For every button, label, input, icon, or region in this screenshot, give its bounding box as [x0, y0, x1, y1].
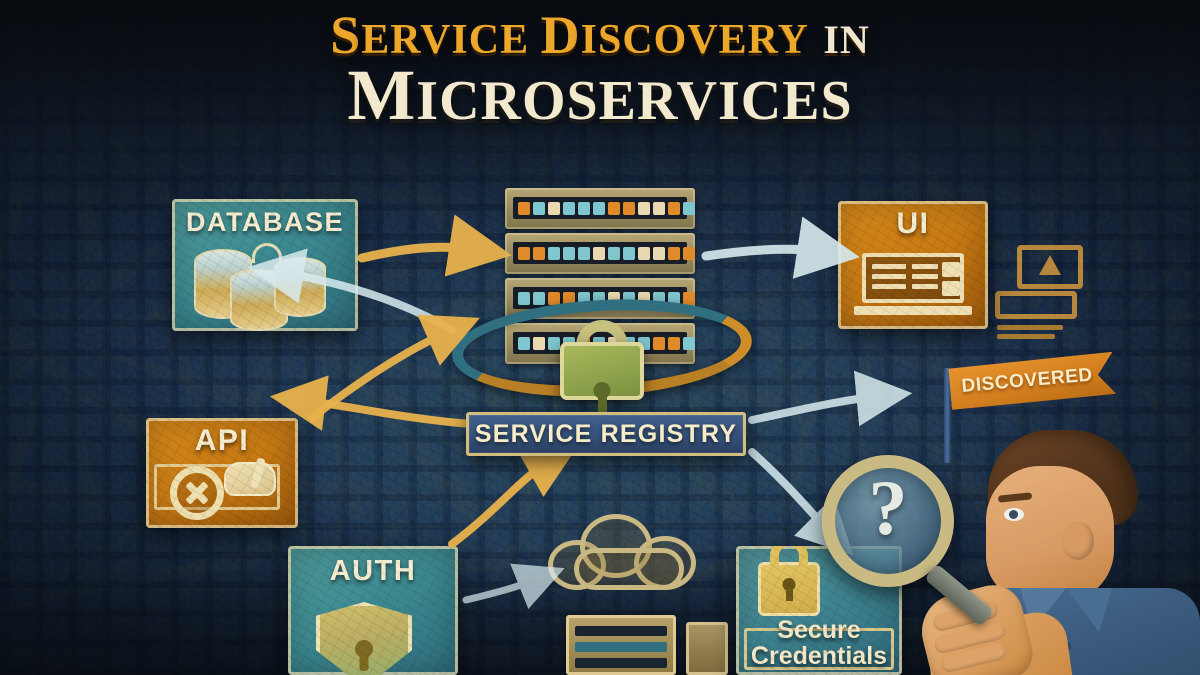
led: [638, 246, 650, 260]
led: [578, 291, 590, 305]
led: [518, 336, 530, 350]
led: [653, 291, 665, 305]
led: [533, 336, 545, 350]
title-d: D: [540, 5, 581, 65]
led: [533, 246, 545, 260]
laptop-icon: [854, 253, 972, 315]
led: [518, 291, 530, 305]
title-icroservices: ICROSERVICES: [416, 70, 853, 133]
led: [593, 291, 605, 305]
led: [608, 201, 620, 215]
node-ui[interactable]: UI: [838, 201, 988, 329]
page-title-line-2: MICROSERVICES: [0, 59, 1200, 131]
led: [623, 201, 635, 215]
rack-bay: [505, 188, 695, 229]
node-database[interactable]: DATABASE: [172, 199, 358, 331]
led: [608, 291, 620, 305]
led: [653, 336, 665, 350]
led: [623, 291, 635, 305]
led: [548, 246, 560, 260]
discovered-flag-label: DISCOVERED: [960, 364, 1094, 397]
led-strip: [513, 242, 695, 264]
flag-pole-icon: [944, 368, 951, 463]
led: [518, 201, 530, 215]
led: [593, 246, 605, 260]
node-database-label: DATABASE: [186, 207, 344, 237]
node-api-label: API: [194, 424, 250, 457]
led: [533, 201, 545, 215]
shield-lock-icon: [316, 602, 412, 675]
magnifier-question-mark: ?: [868, 464, 908, 551]
title-in: IN: [823, 17, 870, 62]
led-strip: [513, 287, 695, 309]
notification-panel-icon: [995, 245, 1093, 345]
led: [668, 291, 680, 305]
title-block: SERVICE DISCOVERY IN MICROSERVICES: [0, 5, 1200, 131]
padlock-icon: [758, 546, 820, 616]
node-auth-label: AUTH: [329, 555, 417, 587]
led: [683, 336, 695, 350]
led: [623, 246, 635, 260]
cred-line-2: Credentials: [750, 641, 888, 670]
padlock-icon-large: [560, 320, 644, 400]
led: [683, 201, 695, 215]
ear: [1062, 522, 1094, 560]
led: [533, 291, 545, 305]
led: [668, 246, 680, 260]
led: [518, 246, 530, 260]
led: [548, 201, 560, 215]
cred-line-1: Secure: [777, 615, 861, 644]
title-iscovery: ISCOVERY: [580, 17, 809, 63]
cloud-icon: [548, 512, 708, 590]
magnifying-glass-icon[interactable]: ?: [822, 455, 994, 627]
led: [563, 246, 575, 260]
title-m: M: [347, 55, 417, 136]
title-s: S: [330, 5, 362, 65]
led-strip: [513, 197, 695, 219]
title-ervice: ERVICE: [361, 17, 541, 63]
led: [653, 201, 665, 215]
led: [548, 291, 560, 305]
eye: [1004, 508, 1024, 521]
node-secure-credentials-label: Secure Credentials: [736, 615, 902, 670]
server-icon: [566, 615, 676, 675]
led: [668, 336, 680, 350]
led: [578, 246, 590, 260]
person-with-magnifier-icon: [913, 430, 1200, 675]
rack-bay: [505, 278, 695, 319]
led: [563, 291, 575, 305]
led: [638, 201, 650, 215]
led: [563, 201, 575, 215]
led: [593, 201, 605, 215]
led: [653, 246, 665, 260]
rack-bay: [505, 233, 695, 274]
face: [986, 466, 1114, 602]
led: [608, 246, 620, 260]
led: [683, 291, 695, 305]
led: [548, 336, 560, 350]
node-api[interactable]: API: [146, 418, 298, 528]
led: [638, 291, 650, 305]
service-registry-label: SERVICE REGISTRY: [474, 419, 738, 448]
server-icon-small: [686, 622, 728, 675]
service-registry-banner[interactable]: SERVICE REGISTRY: [466, 412, 746, 456]
node-ui-label: UI: [896, 207, 930, 240]
led: [668, 201, 680, 215]
page-title-line-1: SERVICE DISCOVERY IN: [0, 5, 1200, 65]
node-auth[interactable]: AUTH: [288, 546, 458, 675]
led: [578, 201, 590, 215]
led: [683, 246, 695, 260]
